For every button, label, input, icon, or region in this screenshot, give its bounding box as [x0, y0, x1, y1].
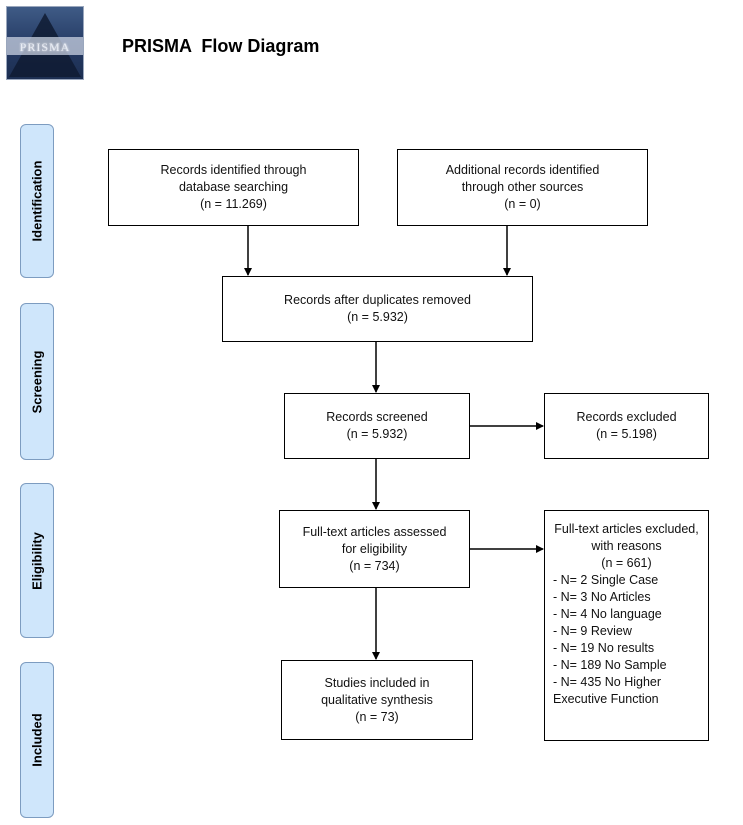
- exclusion-reason: - N= 9 Review: [553, 624, 632, 638]
- phase-identification: Identification: [20, 124, 54, 278]
- box-other-line-2: through other sources: [461, 180, 584, 194]
- box-fulltext-excluded: Full-text articles excluded, with reason…: [544, 510, 709, 741]
- exclusion-reason: - N= 435 No Higher: [553, 675, 662, 689]
- prisma-logo: PRISMA: [6, 6, 84, 80]
- phase-eligibility: Eligibility: [20, 483, 54, 638]
- box-fulltext-line-1: Full-text articles assessed: [302, 524, 447, 539]
- exclusion-reasons-list: - N= 2 Single Case - N= 3 No Articles - …: [551, 572, 667, 708]
- box-other-line-1: Additional records identified: [445, 163, 600, 177]
- box-duplicates-line-1: Records after duplicates removed: [284, 293, 471, 307]
- logo-text: PRISMA: [19, 40, 71, 54]
- box-other-line-3: (n = 0): [504, 197, 541, 211]
- exclusion-reason: Executive Function: [553, 692, 659, 706]
- box-duplicates-removed: Records after duplicates removed (n = 5.…: [222, 276, 533, 342]
- exclusion-reason: - N= 4 No language: [553, 607, 662, 621]
- box-screened-line-1: Records screened: [326, 410, 428, 424]
- box-database-search: Records identified through database sear…: [108, 149, 359, 226]
- box-fulltext-assessed: Full-text articles assessed for eligibil…: [279, 510, 470, 588]
- exclusion-reason: - N= 189 No Sample: [553, 658, 667, 672]
- box-excluded-line-2: (n = 5.198): [596, 427, 657, 441]
- box-included-line-3: (n = 73): [355, 709, 399, 724]
- exclusion-reason: - N= 2 Single Case: [553, 573, 659, 587]
- box-excluded-line-1: Records excluded: [576, 410, 677, 424]
- phase-screening: Screening: [20, 303, 54, 460]
- exclusion-reason: - N= 19 No results: [553, 641, 655, 655]
- phase-included: Included: [20, 662, 54, 818]
- box-fulltext-line-2: for eligibility: [341, 541, 408, 556]
- box-screened-line-2: (n = 5.932): [346, 427, 408, 441]
- box-included-line-2: qualitative synthesis: [321, 692, 433, 707]
- page-title: PRISMA Flow Diagram: [122, 36, 320, 56]
- prisma-logo-graphic: [7, 13, 83, 77]
- box-included-line-1: Studies included in: [324, 675, 430, 690]
- box-fulltext-excluded-line-3: (n = 661): [601, 556, 652, 570]
- box-database-line-1: Records identified through: [160, 163, 307, 177]
- exclusion-reason: - N= 3 No Articles: [553, 590, 651, 604]
- box-studies-included: Studies included in qualitative synthesi…: [281, 660, 473, 740]
- box-duplicates-line-2: (n = 5.932): [347, 310, 408, 324]
- box-database-line-2: database searching: [178, 180, 289, 194]
- box-fulltext-line-3: (n = 734): [349, 558, 400, 573]
- box-records-screened: Records screened (n = 5.932): [284, 393, 470, 459]
- box-fulltext-excluded-line-2: with reasons: [591, 539, 662, 553]
- box-database-line-3: (n = 11.269): [200, 197, 267, 211]
- box-fulltext-excluded-line-1: Full-text articles excluded,: [554, 522, 699, 536]
- box-other-sources: Additional records identified through ot…: [397, 149, 648, 226]
- box-records-excluded: Records excluded (n = 5.198): [544, 393, 709, 459]
